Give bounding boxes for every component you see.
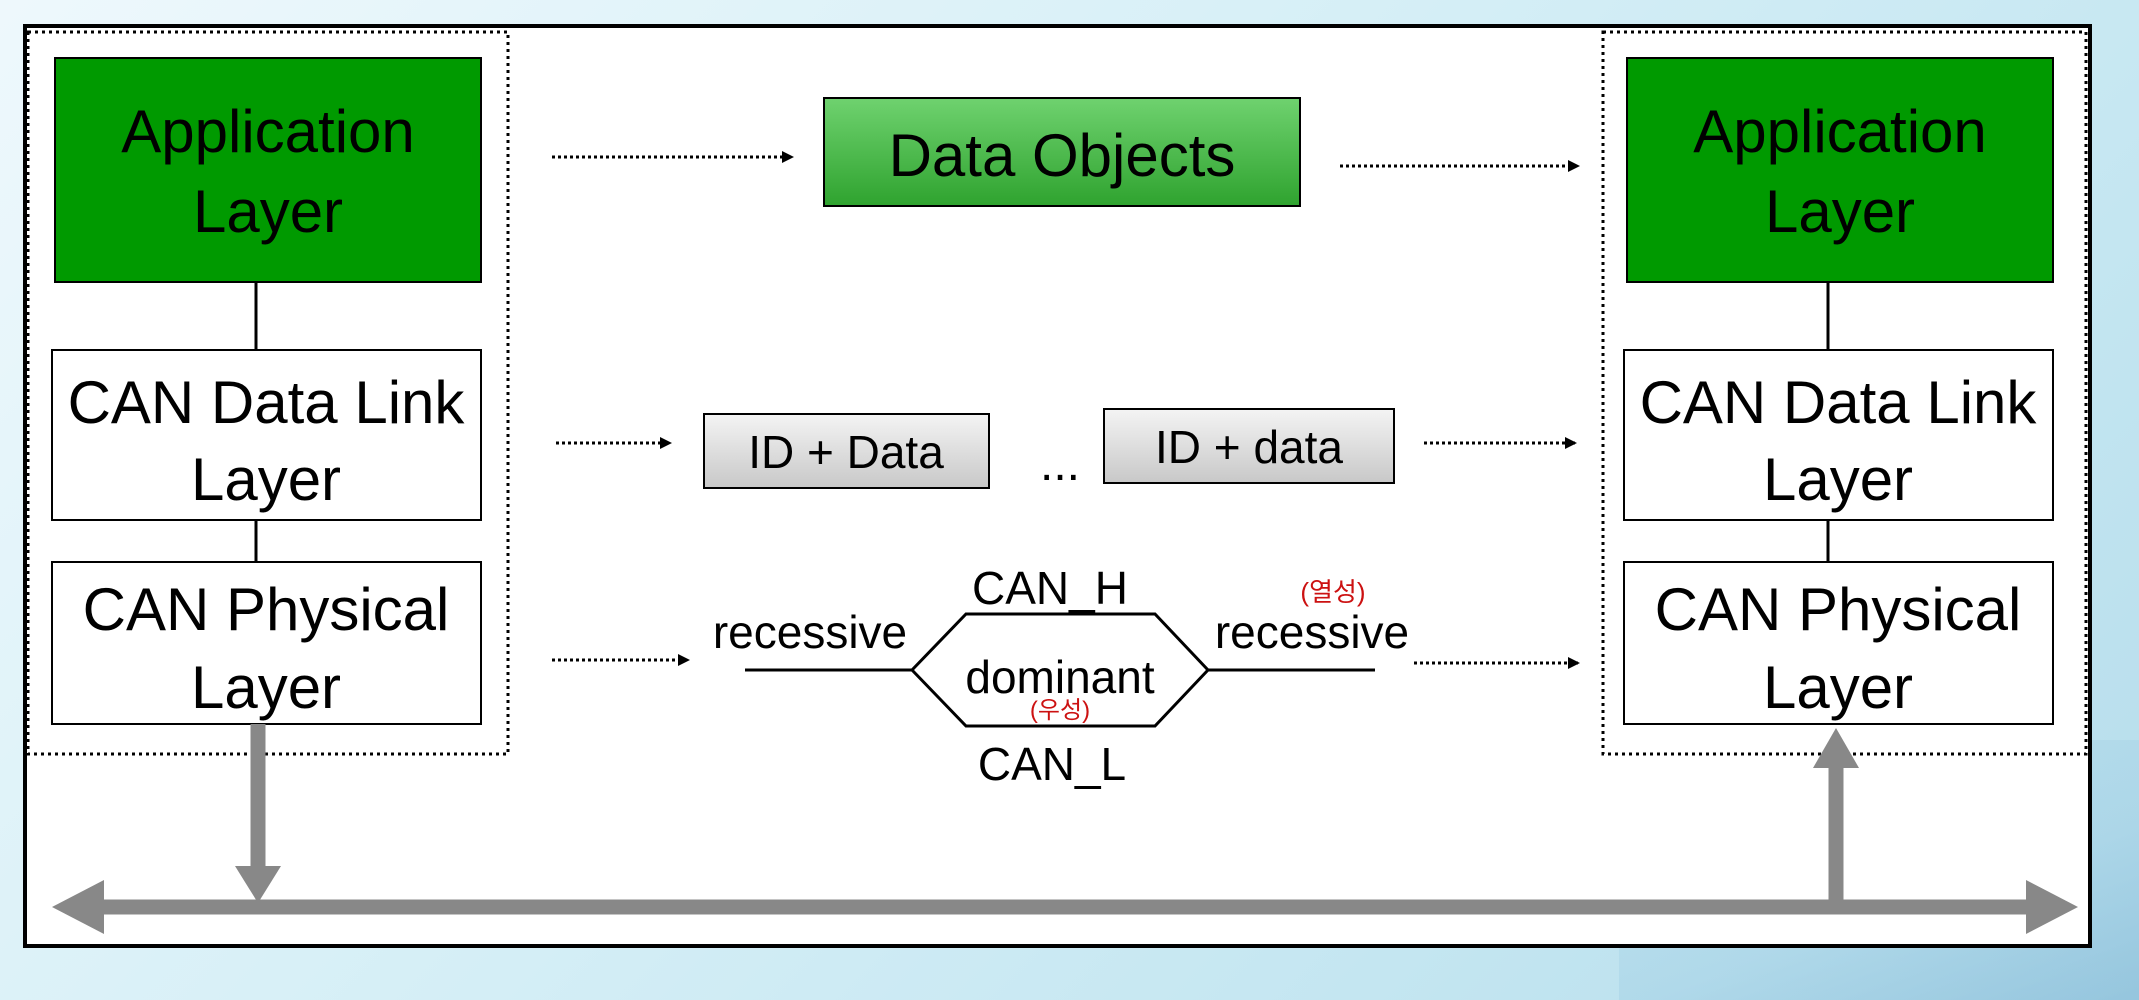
- data-objects-label: Data Objects: [889, 122, 1236, 189]
- right-node-rx-arrow: [1813, 728, 1859, 900]
- left-datalink-line-2: Layer: [191, 446, 341, 513]
- right-physical-layer: CAN Physical Layer: [1623, 561, 2054, 725]
- recessive-left-label: recessive: [713, 606, 907, 658]
- frames-ellipsis: ...: [1040, 438, 1080, 491]
- left-application-line-2: Layer: [193, 178, 343, 245]
- left-datalink-layer: CAN Data Link Layer: [51, 349, 482, 521]
- can-l-label: CAN_L: [978, 738, 1126, 790]
- dominant-annotation: (우성): [1030, 697, 1090, 724]
- bus-left-arrowhead: [52, 880, 104, 934]
- left-physical-line-1: CAN Physical: [83, 576, 450, 643]
- can-h-label: CAN_H: [972, 562, 1128, 614]
- right-physical-line-1: CAN Physical: [1655, 576, 2022, 643]
- recessive-right-label: recessive: [1215, 606, 1409, 658]
- left-physical-layer: CAN Physical Layer: [51, 561, 482, 725]
- right-application-layer: Application Layer: [1626, 57, 2054, 283]
- left-application-line-1: Application: [121, 98, 415, 165]
- left-physical-line-2: Layer: [191, 654, 341, 721]
- right-datalink-line-2: Layer: [1763, 446, 1913, 513]
- left-datalink-line-1: CAN Data Link: [68, 369, 466, 436]
- recessive-annotation: (열성): [1300, 577, 1365, 607]
- right-application-line-2: Layer: [1765, 178, 1915, 245]
- differential-signal-waveform: [745, 612, 1375, 728]
- right-application-line-1: Application: [1693, 98, 1987, 165]
- frame-box-1: ID + Data: [703, 413, 990, 489]
- frame-box-2: ID + data: [1103, 408, 1395, 484]
- frame-1-label: ID + Data: [748, 426, 944, 478]
- bus-right-arrowhead: [2026, 880, 2078, 934]
- right-datalink-line-1: CAN Data Link: [1640, 369, 2038, 436]
- right-datalink-layer: CAN Data Link Layer: [1623, 349, 2054, 521]
- right-physical-line-2: Layer: [1763, 654, 1913, 721]
- left-node-boundary: [26, 30, 510, 756]
- left-node-tx-arrow: [235, 724, 281, 903]
- dominant-label: dominant: [965, 651, 1154, 703]
- can-bus: [52, 880, 2078, 934]
- frame-2-label: ID + data: [1155, 421, 1343, 473]
- left-application-layer: Application Layer: [54, 57, 482, 283]
- data-objects-box: Data Objects: [823, 97, 1301, 207]
